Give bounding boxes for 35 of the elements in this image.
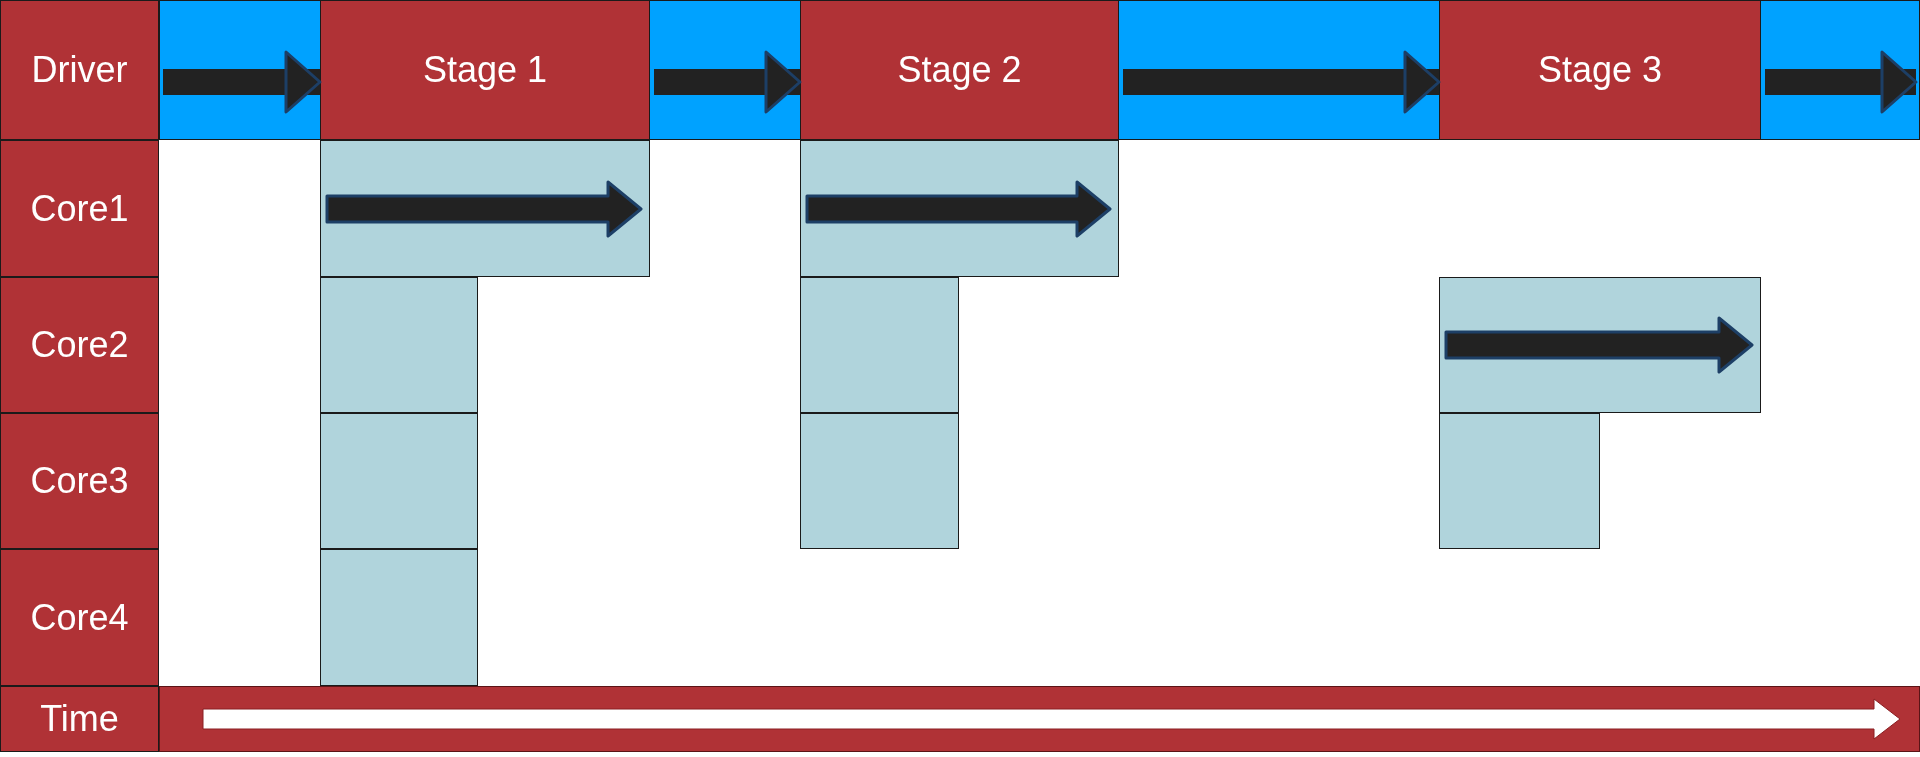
duration-marker xyxy=(805,180,1112,237)
task-block xyxy=(320,549,478,686)
time-bar xyxy=(159,686,1920,752)
task-block xyxy=(320,140,650,277)
task-block xyxy=(1439,277,1761,413)
task-block xyxy=(320,413,478,549)
row-label: Time xyxy=(40,698,119,740)
stage-label: Stage 3 xyxy=(1537,49,1663,91)
stage-box xyxy=(320,0,650,140)
task-block xyxy=(800,413,959,549)
row-header-cell xyxy=(0,277,159,413)
task-block xyxy=(800,140,1119,277)
row-label: Driver xyxy=(31,49,128,91)
stage-label: Stage 2 xyxy=(897,49,1022,91)
row-header-cell xyxy=(0,686,159,752)
duration-marker xyxy=(325,180,643,237)
arrow xyxy=(654,50,802,114)
task-block xyxy=(800,277,959,413)
arrow xyxy=(1123,50,1441,114)
stage-box xyxy=(1439,0,1761,140)
row-header-cell xyxy=(0,413,159,549)
row-label: Core1 xyxy=(30,187,129,230)
row-label: Core4 xyxy=(30,596,129,639)
duration-marker xyxy=(1444,316,1754,374)
row-header-cell xyxy=(0,140,159,277)
stage-box xyxy=(800,0,1119,140)
task-block xyxy=(1439,413,1600,549)
arrow xyxy=(1765,50,1918,114)
row-header-cell xyxy=(0,0,159,140)
row-label: Core3 xyxy=(30,460,129,502)
stage-label: Stage 1 xyxy=(422,49,548,91)
row-label: Core2 xyxy=(30,324,129,366)
arrow xyxy=(163,50,322,114)
task-block xyxy=(320,277,478,413)
row-header-cell xyxy=(0,549,159,686)
